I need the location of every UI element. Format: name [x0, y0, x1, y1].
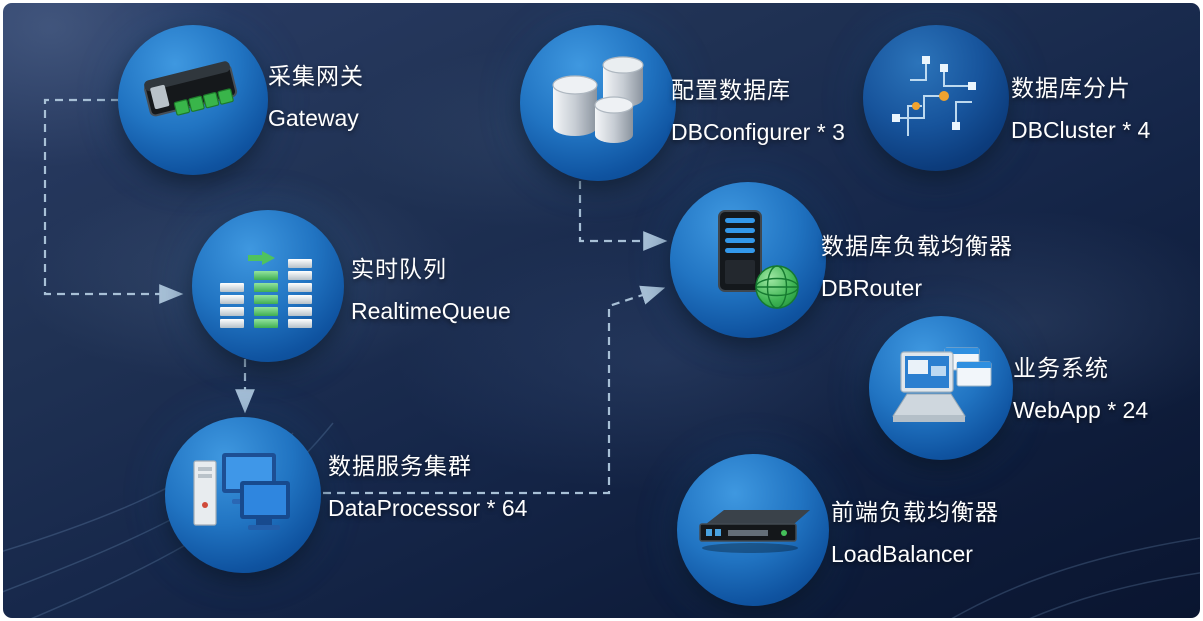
webapp-label: 业务系统 WebApp * 24 [1013, 347, 1148, 431]
node-dbconfigurer [520, 25, 676, 181]
gateway-label-en: Gateway [268, 105, 359, 131]
loadbalancer-label: 前端负载均衡器 LoadBalancer [831, 491, 999, 575]
laptop-icon [892, 347, 992, 422]
dbcluster-label: 数据库分片 DBCluster * 4 [1011, 67, 1150, 151]
node-dbrouter [670, 182, 826, 338]
dbconfigurer-label-cn: 配置数据库 [671, 77, 791, 103]
node-loadbalancer [677, 454, 829, 606]
dbconfigurer-label: 配置数据库 DBConfigurer * 3 [671, 69, 845, 153]
circuit-board-icon [892, 56, 976, 136]
dataprocessor-label-cn: 数据服务集群 [328, 453, 472, 479]
dbrouter-label: 数据库负载均衡器 DBRouter [821, 225, 1013, 309]
dbconfigurer-label-en: DBConfigurer * 3 [671, 119, 845, 145]
dbcluster-label-en: DBCluster * 4 [1011, 117, 1151, 143]
rack-server-icon [699, 510, 810, 553]
node-gateway [118, 25, 268, 175]
queue-bars-icon [220, 251, 312, 328]
node-realtimequeue [192, 210, 344, 362]
loadbalancer-label-en: LoadBalancer [831, 541, 973, 567]
webapp-label-cn: 业务系统 [1013, 355, 1109, 381]
realtimequeue-label: 实时队列 RealtimeQueue [351, 248, 511, 332]
workstation-icon [193, 453, 290, 530]
loadbalancer-label-cn: 前端负载均衡器 [831, 499, 999, 525]
dbrouter-label-en: DBRouter [821, 275, 922, 301]
database-stack-icon [552, 56, 644, 143]
gateway-label: 采集网关 Gateway [268, 55, 364, 139]
webapp-label-en: WebApp * 24 [1013, 397, 1149, 423]
gateway-label-cn: 采集网关 [268, 63, 364, 89]
gateway-device-icon [144, 61, 238, 117]
dataprocessor-label: 数据服务集群 DataProcessor * 64 [328, 445, 527, 529]
dbrouter-label-cn: 数据库负载均衡器 [821, 233, 1013, 259]
node-dataprocessor [165, 417, 321, 573]
node-dbcluster [863, 25, 1009, 171]
server-globe-icon [718, 210, 799, 309]
dbcluster-label-cn: 数据库分片 [1011, 75, 1131, 101]
realtimequeue-label-cn: 实时队列 [351, 256, 447, 282]
realtimequeue-label-en: RealtimeQueue [351, 298, 511, 324]
dataprocessor-label-en: DataProcessor * 64 [328, 495, 528, 521]
node-webapp [869, 316, 1013, 460]
connector-dbconfigurer-to-dbrouter [578, 181, 668, 251]
